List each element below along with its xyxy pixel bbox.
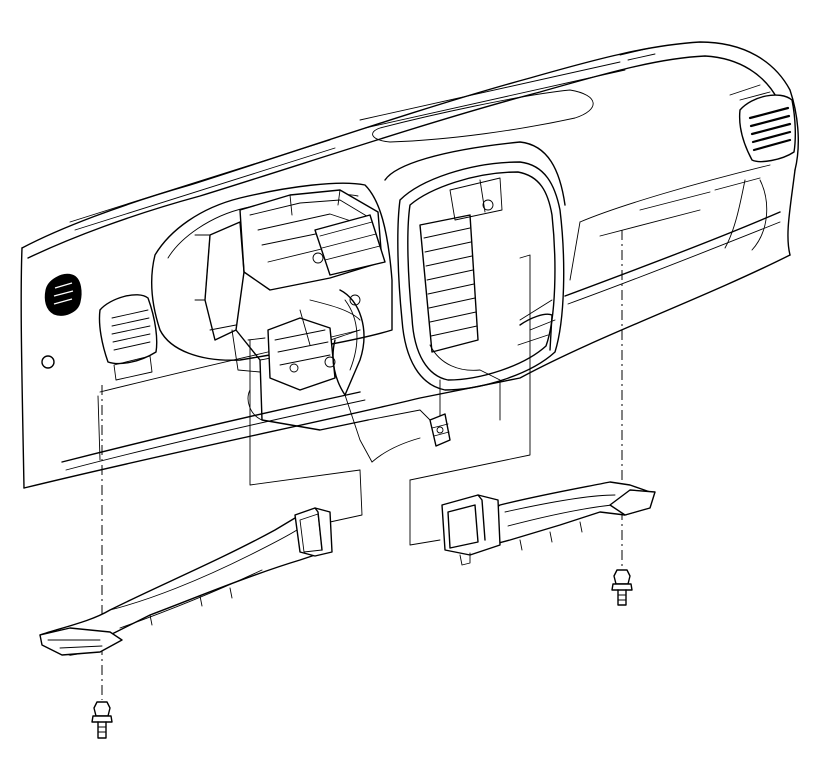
duct-fastener-right [611,569,633,606]
left-center-vent-icon [98,294,158,381]
right-floor-air-duct [441,481,656,566]
center-stack [344,141,566,463]
duct-fastener-left [91,701,113,739]
right-vent-icon [738,94,797,163]
left-end-vent-icon [44,273,82,316]
instrument-panel [20,41,799,489]
assembly-guide-lines [101,230,623,700]
left-floor-air-duct [39,507,333,656]
side-bolt-hole-icon [41,355,55,369]
hvac-module [194,189,386,431]
